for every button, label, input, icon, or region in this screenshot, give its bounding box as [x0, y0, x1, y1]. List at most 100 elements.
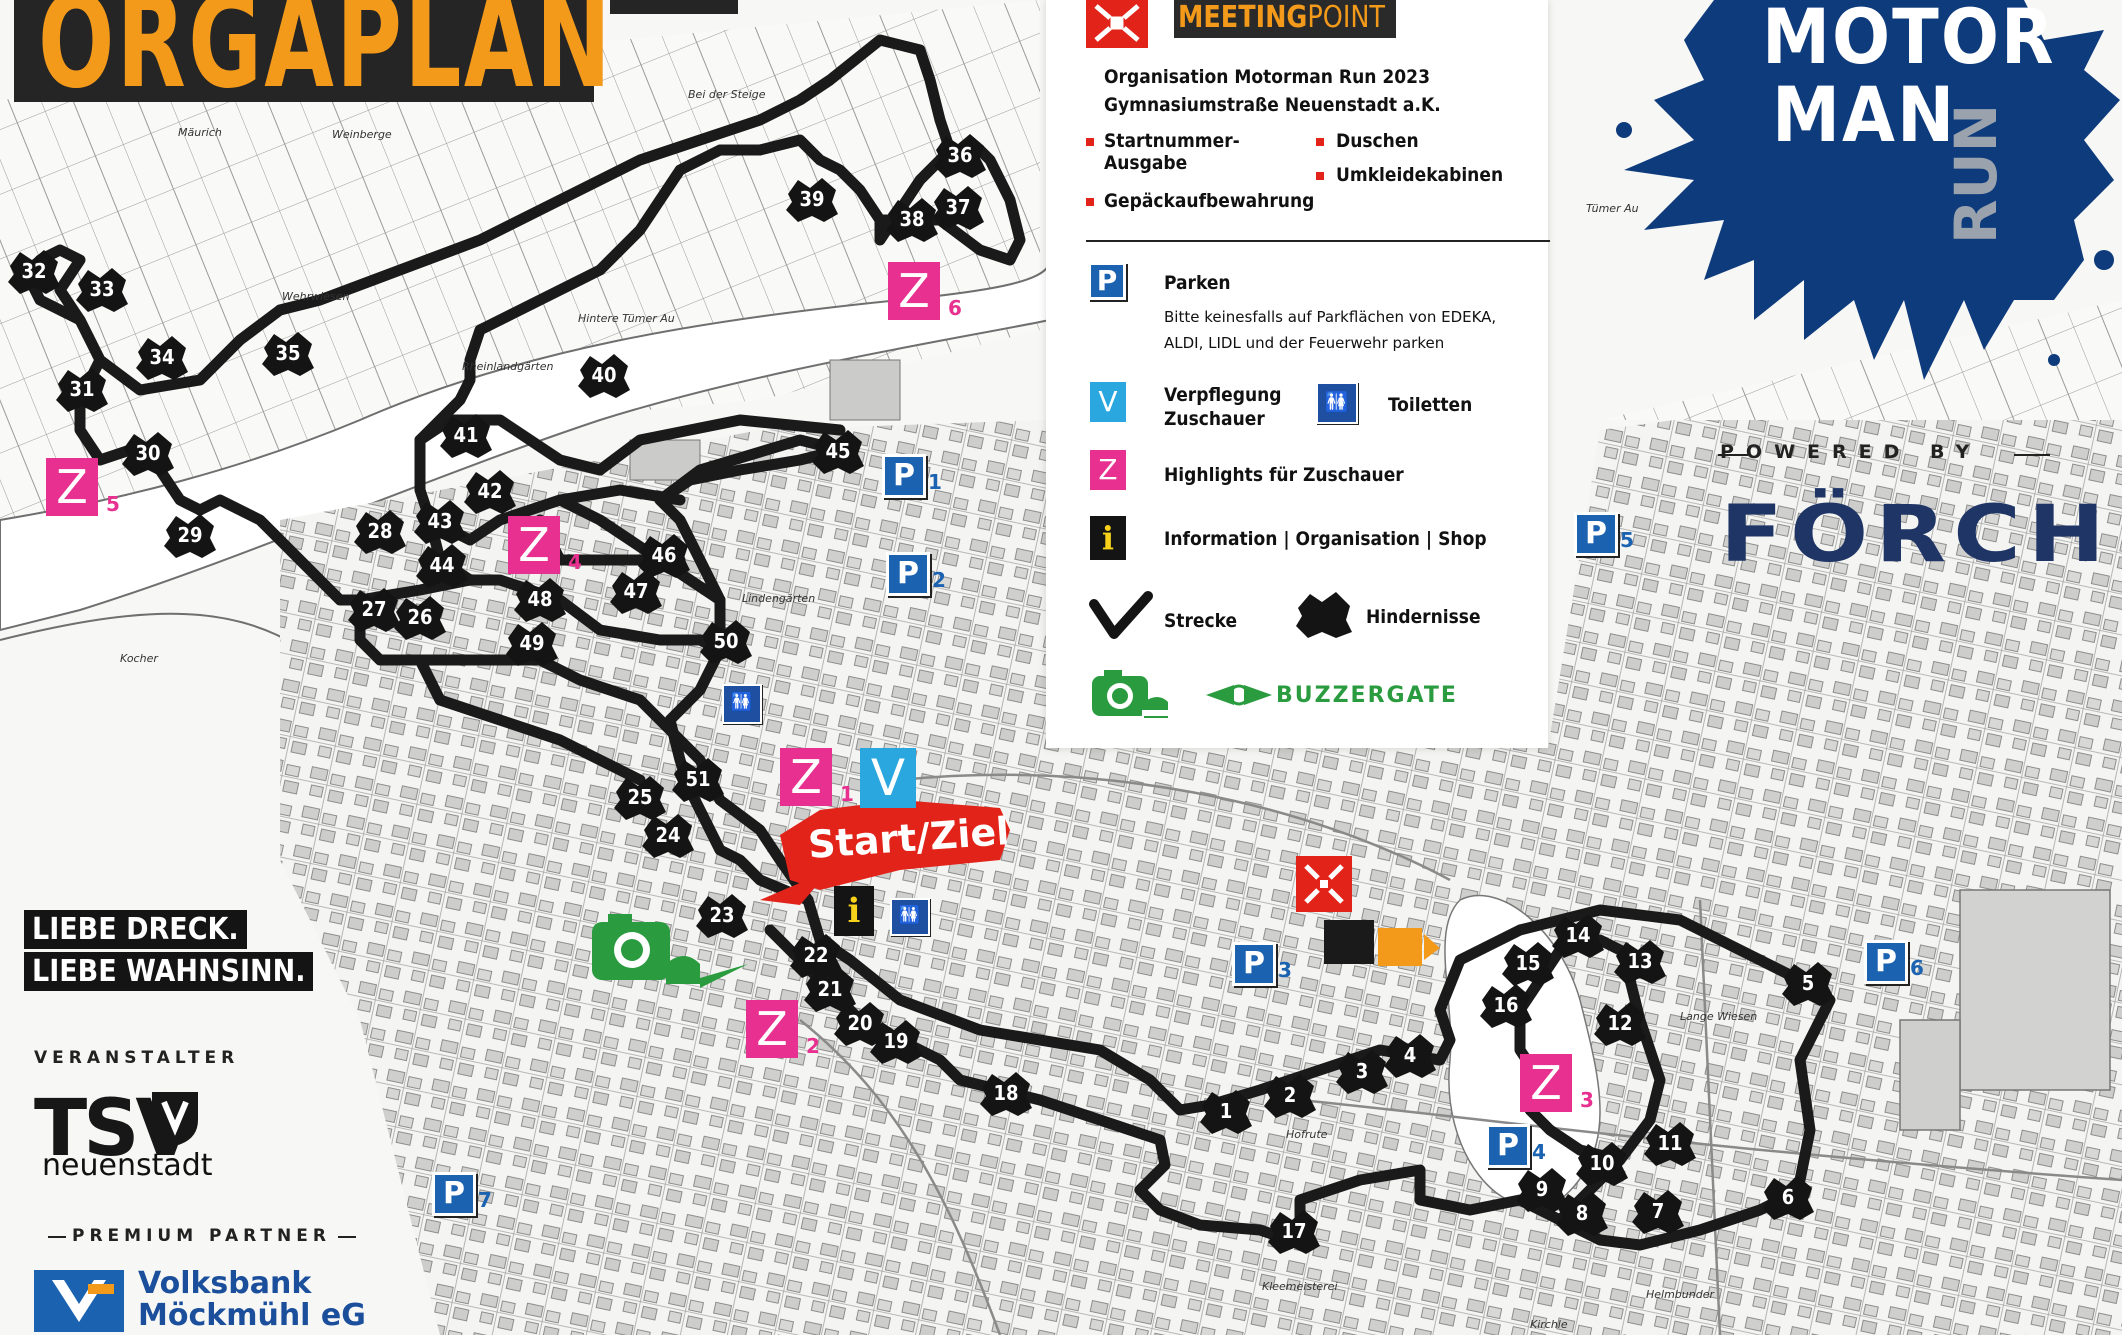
obstacle-marker-47: 47: [608, 568, 664, 616]
tsv-crest-icon: [152, 1092, 198, 1146]
obstacle-marker-21: 21: [802, 966, 858, 1014]
obstacle-icon: [354, 510, 406, 554]
item-ausgabe: Ausgabe: [1104, 152, 1188, 174]
obstacle-number: 13: [1627, 949, 1653, 973]
highlight-number: 6: [948, 296, 962, 320]
obstacle-number: 11: [1657, 1131, 1683, 1155]
obstacle-number: 17: [1281, 1219, 1307, 1243]
obstacle-marker-39: 39: [784, 176, 840, 224]
obstacle-icon: [1384, 1034, 1436, 1078]
obstacle-marker-9: 9: [1514, 1166, 1570, 1214]
legend-strecke: Strecke: [1164, 610, 1238, 632]
obstacle-number: 50: [713, 629, 739, 653]
obstacle-marker-34: 34: [134, 334, 190, 382]
obstacle-marker-16: 16: [1478, 982, 1534, 1030]
obstacle-icon: [932, 186, 984, 230]
obstacle-marker-20: 20: [832, 1000, 888, 1048]
obstacle-marker-17: 17: [1266, 1208, 1322, 1256]
obstacle-number: 44: [429, 553, 455, 577]
obstacle-icon: [136, 336, 188, 380]
obstacle-marker-51: 51: [670, 756, 726, 804]
obstacle-number: 2: [1283, 1083, 1297, 1107]
map-label: Kocher: [120, 652, 158, 665]
parking-number: 7: [478, 1188, 492, 1212]
item-gepaeck: Gepäckaufbewahrung: [1104, 190, 1315, 212]
obstacle-number: 8: [1575, 1201, 1589, 1225]
obstacle-number: 41: [453, 423, 479, 447]
logo-man: MAN: [1772, 70, 1957, 159]
logo-motor: MOTOR: [1762, 0, 2056, 81]
obstacle-number: 46: [651, 543, 677, 567]
obstacle-icon: [870, 1020, 922, 1064]
parking-marker-7: P: [432, 1172, 476, 1216]
obstacle-marker-5: 5: [1780, 960, 1836, 1008]
obstacle-marker-1: 1: [1198, 1088, 1254, 1136]
year-banner: [610, 0, 738, 14]
obstacle-number: 35: [275, 341, 301, 365]
parking-number: 3: [1278, 958, 1292, 982]
obstacle-icon: [414, 500, 466, 544]
obstacle-marker-35: 35: [260, 330, 316, 378]
legend-parken-note-2: ALDI, LIDL und der Feuerwehr parken: [1164, 334, 1445, 352]
start-ziel-banner: [780, 800, 1010, 890]
map-label: Hofrute: [1286, 1128, 1328, 1141]
obstacle-marker-25: 25: [612, 774, 668, 822]
legend-parken: Parken: [1164, 272, 1231, 294]
highlight-marker-4: Z: [508, 516, 560, 574]
parking-marker-1: P: [882, 454, 926, 498]
parking-number: 5: [1620, 528, 1634, 552]
obstacle-icon: [416, 544, 468, 588]
obstacle-icon: [506, 622, 558, 666]
obstacle-icon: [1200, 1090, 1252, 1134]
obstacle-icon: [1268, 1210, 1320, 1254]
obstacle-number: 26: [407, 605, 433, 629]
toilet-icon-town: 🚻: [722, 684, 762, 724]
legend-verpflegung-1: Verpflegung: [1164, 384, 1282, 406]
obstacle-marker-31: 31: [54, 366, 110, 414]
obstacle-marker-18: 18: [978, 1070, 1034, 1118]
obstacle-marker-29: 29: [162, 512, 218, 560]
legend-panel: MEETINGPOINT Organisation Motorman Run 2…: [1046, 0, 1550, 748]
obstacle-marker-13: 13: [1612, 938, 1668, 986]
obstacle-icon: [638, 534, 690, 578]
obstacle-icon: [642, 814, 694, 858]
obstacle-icon: [164, 514, 216, 558]
parking-icon: P: [1088, 262, 1126, 300]
highlight-marker-3: Z: [1520, 1054, 1572, 1112]
start-info-icon: i: [834, 886, 874, 936]
highlight-marker-5: Z: [46, 458, 98, 516]
photo-point-icon: [592, 914, 748, 988]
highlight-marker-6: Z: [888, 262, 940, 320]
obstacle-number: 29: [177, 523, 203, 547]
parking-number: 2: [932, 568, 946, 592]
obstacle-number: 9: [1535, 1177, 1549, 1201]
volksbank-icon: [34, 1270, 124, 1332]
obstacle-icon: [696, 894, 748, 938]
map-label: Helmbunder: [1646, 1288, 1715, 1301]
obstacle-icon: [934, 134, 986, 178]
item-umkleide: Umkleidekabinen: [1336, 164, 1504, 186]
obstacle-number: 40: [591, 363, 617, 387]
highlight-number: 5: [106, 492, 120, 516]
obstacle-marker-26: 26: [392, 594, 448, 642]
obstacle-number: 19: [883, 1029, 909, 1053]
parking-marker-5: P: [1574, 512, 1618, 556]
obstacle-number: 30: [135, 441, 161, 465]
obstacle-icon: [440, 414, 492, 458]
obstacle-number: 49: [519, 631, 545, 655]
arrows-in-icon: [1304, 864, 1344, 904]
obstacle-number: 4: [1403, 1043, 1417, 1067]
toilet-icon: 🚻: [1316, 382, 1358, 424]
motorman-logo: [1616, 0, 2120, 380]
obstacle-icon: [886, 198, 938, 242]
obstacle-icon: [122, 432, 174, 476]
obstacle-number: 14: [1565, 923, 1591, 947]
obstacle-icon: [8, 250, 60, 294]
obstacle-number: 48: [527, 587, 553, 611]
volksbank-line-1: Volksbank: [138, 1266, 312, 1301]
obstacle-icon: [672, 758, 724, 802]
obstacle-icon: [1576, 1142, 1628, 1186]
obstacle-icon: [514, 578, 566, 622]
obstacle-number: 16: [1493, 993, 1519, 1017]
parking-number: 6: [1910, 956, 1924, 980]
